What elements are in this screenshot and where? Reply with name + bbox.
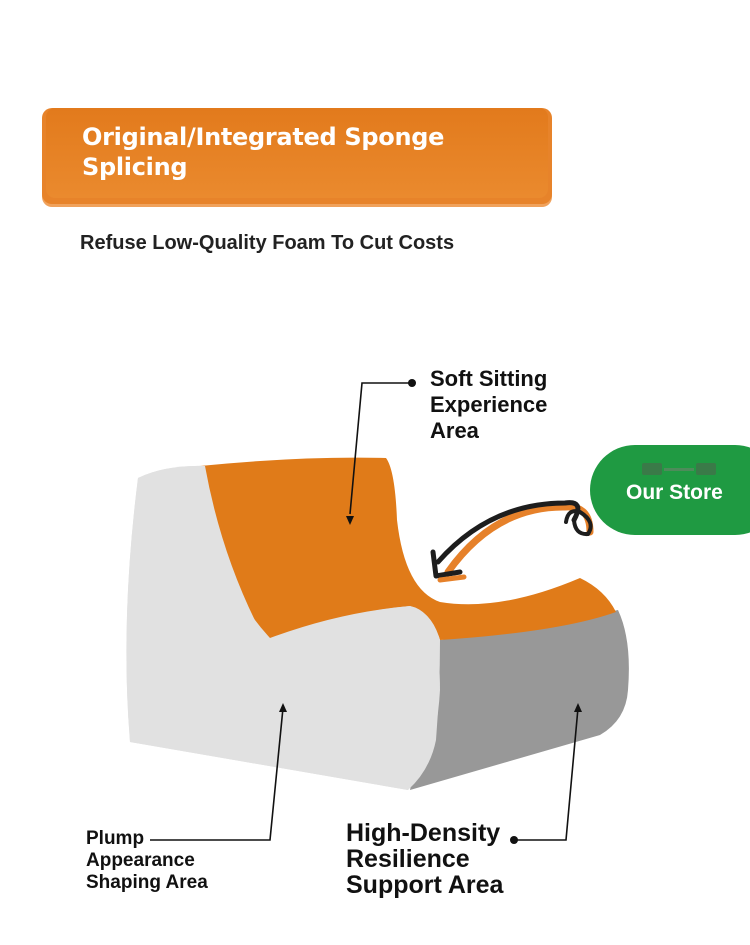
title-banner: Original/Integrated Sponge Splicing [42,108,552,204]
comfort-layer [200,457,616,640]
page-title: Original/Integrated Sponge Splicing [82,123,445,181]
our-store-label[interactable]: Our Store [626,481,723,504]
support-layer [410,610,629,790]
pressure-arrow [435,500,581,565]
plump-area-label: Plump Appearance Shaping Area [86,828,208,893]
page-subtitle: Refuse Low-Quality Foam To Cut Costs [80,232,455,254]
soft-area-label: Soft Sitting Experience Area [430,366,548,443]
density-area-label: High-Density Resilience Support Area [346,819,504,899]
our-store-button[interactable] [590,445,750,535]
store-icon [642,463,716,475]
